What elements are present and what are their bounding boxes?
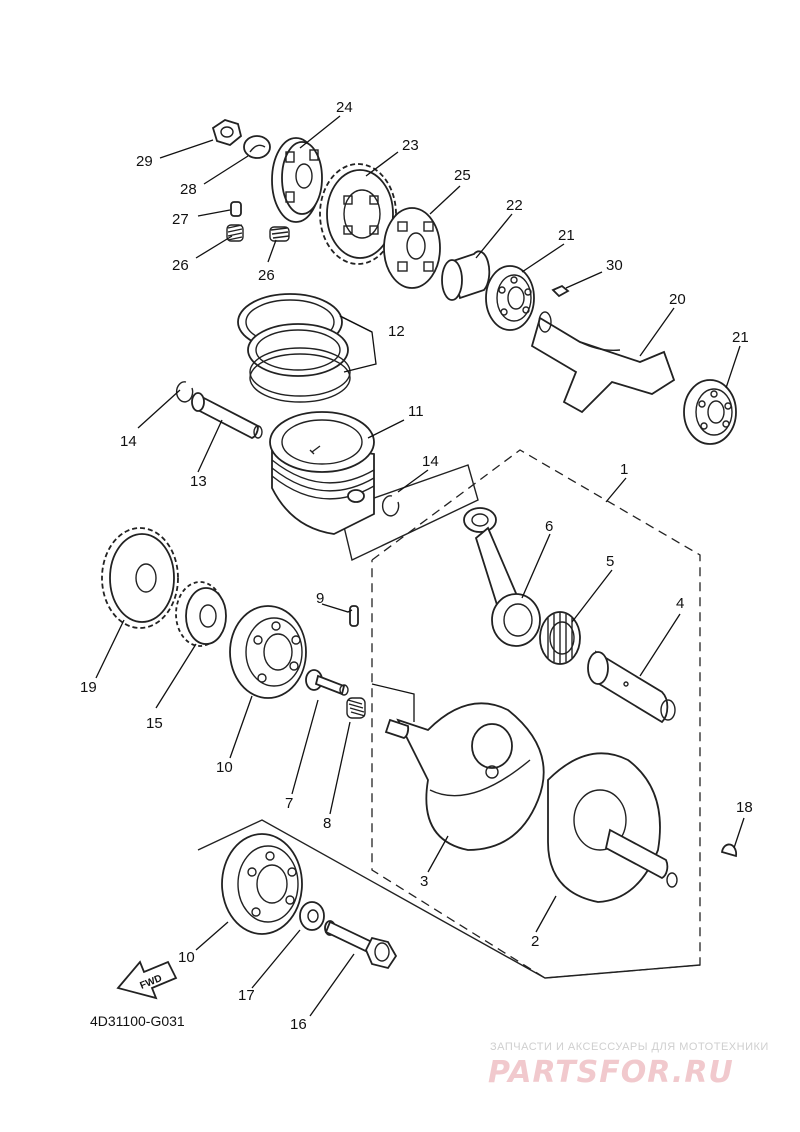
callout-16: 16 bbox=[290, 1016, 307, 1033]
bearing-10-upper bbox=[229, 605, 307, 699]
gear-15 bbox=[175, 581, 227, 647]
callout-15: 15 bbox=[146, 715, 163, 732]
callout-14-left: 14 bbox=[120, 433, 137, 450]
callout-8: 8 bbox=[323, 815, 331, 832]
key-30 bbox=[551, 284, 570, 298]
callout-23: 23 bbox=[402, 137, 419, 154]
crank-pin-4 bbox=[587, 650, 676, 724]
callout-21-upper: 21 bbox=[558, 227, 575, 244]
gear-19 bbox=[101, 527, 179, 629]
pin-27 bbox=[230, 201, 242, 217]
callout-4: 4 bbox=[676, 595, 684, 612]
piston-group-frame bbox=[339, 464, 479, 562]
callout-24: 24 bbox=[336, 99, 353, 116]
fwd-direction-arrow: FWD bbox=[116, 960, 178, 1000]
nut-29 bbox=[211, 119, 243, 147]
washer-17 bbox=[299, 901, 325, 931]
callout-labels: 1 2 3 4 5 6 7 8 9 10 10 11 12 13 14 14 1… bbox=[80, 99, 753, 1033]
piston-11 bbox=[269, 411, 375, 535]
bearing-21-lower bbox=[683, 379, 737, 445]
balancer-shaft-20 bbox=[530, 311, 676, 414]
callout-27: 27 bbox=[172, 211, 189, 228]
bearing-10-lower bbox=[221, 833, 303, 935]
callout-18: 18 bbox=[736, 799, 753, 816]
circlip-14-right bbox=[381, 495, 400, 517]
bearing-group-frame bbox=[197, 819, 701, 979]
watermark-brand: PARTSFOR.RU bbox=[488, 1055, 734, 1090]
callout-17: 17 bbox=[238, 987, 255, 1004]
piston-pin-13 bbox=[191, 392, 263, 439]
spring-26a bbox=[226, 224, 244, 242]
plate-25 bbox=[383, 207, 441, 289]
bolt-7 bbox=[305, 669, 349, 696]
lock-washer-28 bbox=[243, 135, 271, 159]
woodruff-key-18 bbox=[720, 843, 738, 858]
callout-20: 20 bbox=[669, 291, 686, 308]
callout-29: 29 bbox=[136, 153, 153, 170]
callout-10-lower: 10 bbox=[178, 949, 195, 966]
callout-11: 11 bbox=[408, 403, 424, 420]
crank-web-2 bbox=[547, 752, 678, 903]
callout-14-right: 14 bbox=[422, 453, 439, 470]
callout-26-left: 26 bbox=[172, 257, 189, 274]
callout-9: 9 bbox=[316, 590, 324, 607]
bolt-16 bbox=[324, 920, 398, 970]
damper-plate-24 bbox=[271, 137, 323, 223]
callout-7: 7 bbox=[285, 795, 293, 812]
callout-1: 1 bbox=[620, 461, 628, 478]
spring-26b bbox=[269, 226, 290, 242]
circlip-14-left bbox=[175, 381, 194, 403]
pin-9 bbox=[349, 605, 359, 627]
leader-lines bbox=[95, 115, 745, 1017]
bearing-21-upper bbox=[485, 265, 535, 331]
callout-12: 12 bbox=[388, 323, 405, 340]
collar-22 bbox=[441, 250, 491, 301]
needle-bearing-5 bbox=[539, 611, 581, 665]
callout-21-lower: 21 bbox=[732, 329, 749, 346]
crank-web-3 bbox=[384, 702, 545, 851]
callout-5: 5 bbox=[606, 553, 614, 570]
connecting-rod-6 bbox=[463, 507, 541, 647]
callout-30: 30 bbox=[606, 257, 623, 274]
callout-28: 28 bbox=[180, 181, 197, 198]
callout-6: 6 bbox=[545, 518, 553, 535]
callout-25: 25 bbox=[454, 167, 471, 184]
watermark-tagline: ЗАПЧАСТИ И АКСЕССУАРЫ ДЛЯ МОТОТЕХНИКИ bbox=[490, 1041, 769, 1053]
callout-3: 3 bbox=[420, 873, 428, 890]
callout-26-right: 26 bbox=[258, 267, 275, 284]
spring-8 bbox=[346, 697, 366, 719]
callout-19: 19 bbox=[80, 679, 97, 696]
callout-10-upper: 10 bbox=[216, 759, 233, 776]
callout-2: 2 bbox=[531, 933, 539, 950]
callout-22: 22 bbox=[506, 197, 523, 214]
piston-ring-set-12 bbox=[237, 293, 351, 403]
callout-13: 13 bbox=[190, 473, 207, 490]
diagram-code: 4D31100-G031 bbox=[90, 1013, 185, 1029]
